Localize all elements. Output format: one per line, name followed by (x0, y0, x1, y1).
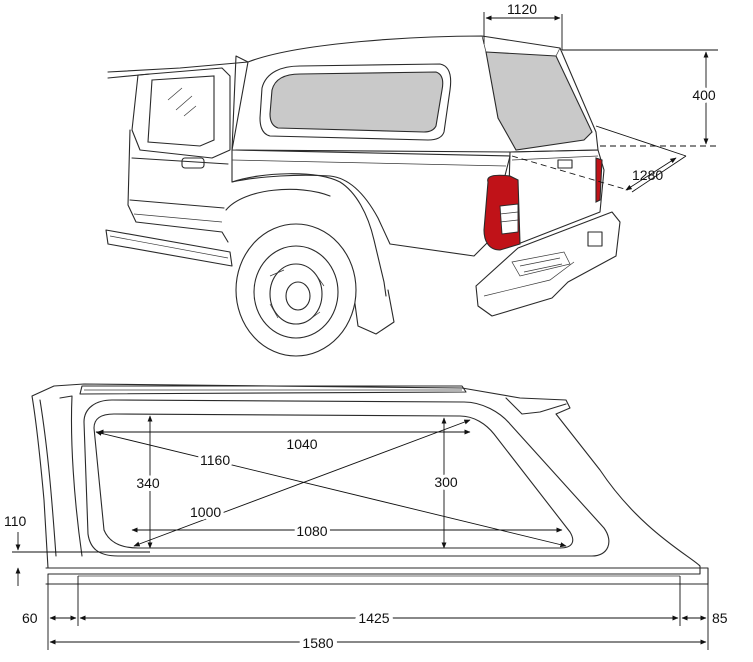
canopy-side-window (269, 71, 444, 133)
dim-rear-window-diagonal: 1280 (632, 167, 663, 183)
top-dimensions: 1120 400 1280 (483, 1, 719, 193)
canopy-side-view (31, 383, 709, 585)
dim-base-offset: 110 (4, 513, 27, 529)
dim-rear-overhang: 85 (712, 610, 728, 626)
dim-rear-window-width: 1120 (507, 1, 537, 17)
dim-window-diagonal-short: 1000 (190, 504, 221, 520)
dim-base-length: 1425 (358, 610, 389, 626)
dim-front-overhang: 60 (22, 610, 38, 626)
rear-wheel (235, 223, 357, 357)
cab-window (147, 75, 215, 147)
dim-window-front-height: 340 (136, 475, 160, 491)
canopy-rear-window (485, 51, 593, 151)
hitch-receiver (587, 231, 603, 247)
dim-rear-height: 400 (692, 87, 716, 103)
dim-window-rear-height: 300 (434, 474, 458, 490)
dim-window-top-width: 1040 (286, 436, 317, 452)
dim-window-diagonal-long: 1160 (200, 452, 230, 468)
door-handle (181, 157, 205, 169)
tailgate-handle (557, 159, 573, 169)
dim-window-bottom-width: 1080 (296, 523, 327, 539)
dim-total-length: 1580 (302, 635, 333, 651)
truck-perspective-illustration (105, 35, 621, 357)
canopy-side-window-outline (93, 413, 574, 549)
